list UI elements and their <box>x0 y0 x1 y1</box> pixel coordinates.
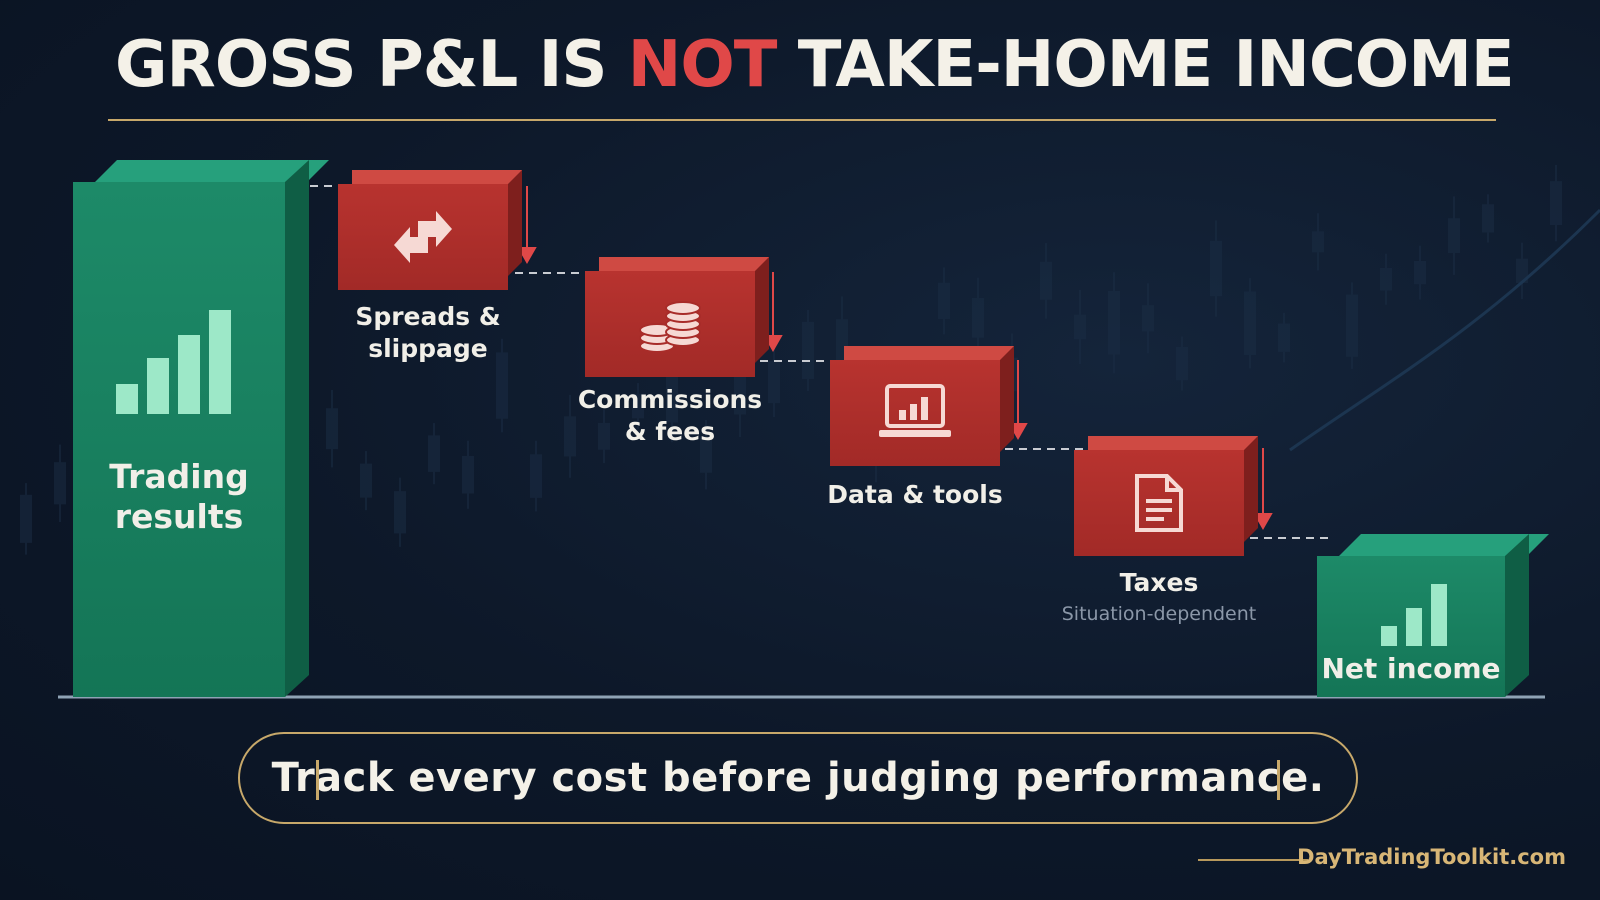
candle-body <box>1482 204 1494 233</box>
taxes-note: Situation-dependent <box>1061 603 1257 625</box>
title-underline <box>108 119 1496 121</box>
callout-banner: Track every cost before judging performa… <box>238 732 1358 824</box>
cost-label-line1: Data & tools <box>827 480 1003 509</box>
coin-stack-icon <box>639 301 701 353</box>
candle-body <box>802 321 814 379</box>
candle-body <box>564 416 576 457</box>
cost-label-line2: & fees <box>624 417 716 446</box>
laptop-chart-icon <box>879 384 951 437</box>
candle-body <box>598 422 610 450</box>
cost-box-taxes <box>1074 436 1258 556</box>
candle-body <box>394 491 406 534</box>
candle-body <box>1380 267 1392 291</box>
bar-chart-icon <box>116 310 231 414</box>
cost-label-line2: slippage <box>368 334 488 363</box>
candle-body <box>666 368 678 423</box>
candle-body <box>20 494 32 543</box>
candle-body <box>1244 291 1256 355</box>
brand-link[interactable]: DayTradingToolkit.com <box>1297 845 1566 869</box>
swap-arrows-icon <box>394 211 452 263</box>
cost-box-spreads <box>338 170 522 290</box>
candle-body <box>1040 261 1052 300</box>
candle-body <box>360 463 372 498</box>
title-highlight: NOT <box>627 28 778 102</box>
trading-results-bar: Trading results <box>73 160 329 697</box>
document-icon <box>1135 474 1183 532</box>
candle-body <box>1312 231 1324 253</box>
candle-body <box>462 455 474 494</box>
net-income-bar: Net income <box>1317 534 1549 697</box>
candle-body <box>972 297 984 338</box>
candle-body <box>1346 294 1358 357</box>
candle-body <box>1108 290 1120 355</box>
cost-label-line1: Spreads & <box>355 302 501 331</box>
candle-body <box>1176 346 1188 381</box>
candle-body <box>326 408 338 450</box>
candle-body <box>530 454 542 498</box>
callout-text: Track every cost before judging performa… <box>271 755 1325 801</box>
cost-box-data-tools <box>830 346 1014 466</box>
start-label-line2: results <box>114 497 244 536</box>
candle-body <box>700 436 712 473</box>
cost-label-line1: Commissions <box>577 385 763 414</box>
candle-body <box>1142 305 1154 332</box>
cost-label-line1: Taxes <box>1119 568 1199 597</box>
candle-body <box>1074 314 1086 340</box>
candle-body <box>768 361 780 404</box>
brand-rule <box>1198 859 1308 861</box>
candle-body <box>1414 260 1426 285</box>
candle-body <box>1550 181 1562 226</box>
cost-box-commissions <box>585 257 769 377</box>
candle-body <box>1278 323 1290 352</box>
end-label: Net income <box>1321 652 1501 685</box>
start-label-line1: Trading <box>109 457 249 496</box>
candle-body <box>496 352 508 419</box>
candle-body <box>1448 218 1460 254</box>
candle-body <box>1210 240 1222 297</box>
candle-body <box>632 393 644 419</box>
candle-body <box>734 372 746 415</box>
candle-body <box>938 282 950 319</box>
candle-body <box>1516 258 1528 284</box>
candle-body <box>428 435 440 472</box>
bar-chart-icon <box>1381 584 1447 646</box>
candle-body <box>54 462 66 505</box>
page-title: GROSS P&L IS NOT TAKE-HOME INCOME <box>115 28 1515 102</box>
